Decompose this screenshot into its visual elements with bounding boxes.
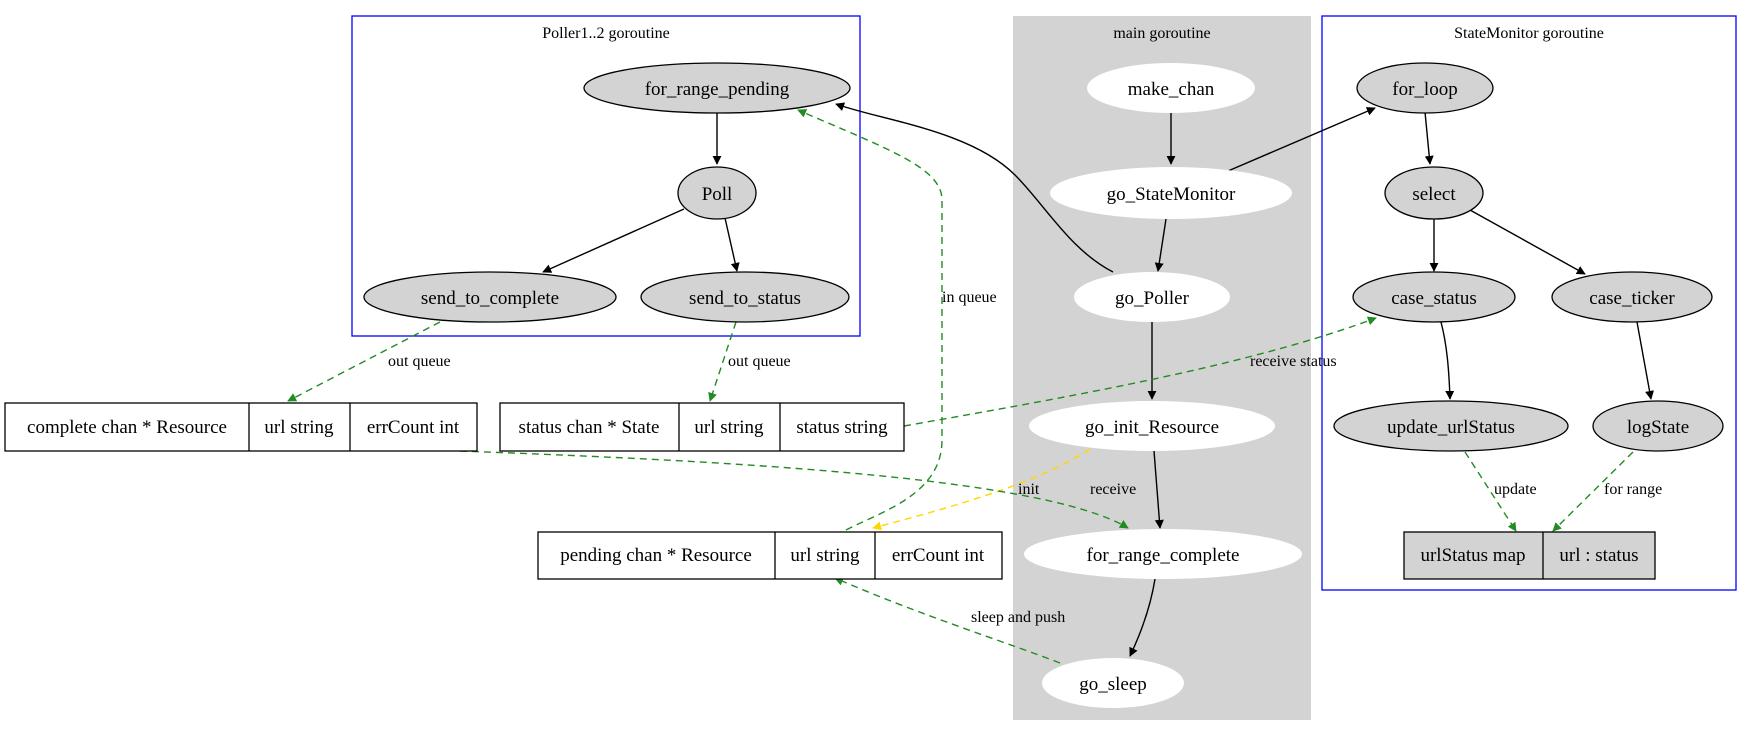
svg-text:go_init_Resource: go_init_Resource — [1085, 417, 1219, 438]
node-make-chan: make_chan — [1087, 63, 1255, 113]
svg-text:go_sleep: go_sleep — [1079, 674, 1147, 695]
label-for-range: for range — [1604, 481, 1662, 498]
svg-text:make_chan: make_chan — [1128, 79, 1215, 100]
node-logstate: logState — [1592, 400, 1724, 452]
node-go-poller: go_Poller — [1074, 272, 1230, 322]
label-in-queue: in queue — [942, 289, 997, 306]
svg-text:select: select — [1412, 184, 1456, 205]
edge-gostatemonitor-to-gopoller — [1154, 218, 1167, 272]
record-pending-chan: pending chan * Resource url string errCo… — [537, 531, 1003, 580]
record-pending-field-errcount: errCount int — [892, 545, 985, 566]
label-out-queue-status: out queue — [728, 353, 791, 370]
svg-text:go_Poller: go_Poller — [1115, 288, 1190, 309]
node-case-ticker: case_ticker — [1551, 271, 1713, 323]
edge-sleep-and-push — [834, 577, 1061, 664]
edge-poll-to-send-complete — [542, 208, 685, 273]
edge-init — [872, 448, 1091, 531]
node-go-sleep: go_sleep — [1042, 658, 1184, 708]
svg-text:send_to_status: send_to_status — [689, 288, 801, 309]
svg-text:send_to_complete: send_to_complete — [421, 288, 559, 309]
record-status-field-status: status string — [796, 417, 888, 438]
svg-text:case_status: case_status — [1391, 288, 1476, 309]
record-urlstatus-field-value: url : status — [1559, 545, 1638, 566]
record-complete-chan: complete chan * Resource url string errC… — [4, 402, 478, 452]
edge-for-range — [1552, 451, 1634, 532]
edge-caseticker-to-logstate — [1636, 321, 1654, 400]
svg-text:logState: logState — [1627, 417, 1689, 438]
record-pending-field-url: url string — [790, 545, 860, 566]
cluster-poller-title: Poller1..2 goroutine — [542, 25, 670, 42]
svg-text:case_ticker: case_ticker — [1589, 288, 1675, 309]
edge-labels: out queue out queue in queue receive sta… — [388, 289, 1662, 626]
cluster-statemonitor: StateMonitor goroutine — [1321, 15, 1737, 591]
record-status-chan: status chan * State url string status st… — [499, 402, 905, 452]
edge-forrangecomplete-to-gosleep — [1129, 578, 1156, 657]
edge-casestatus-to-updateurlstatus — [1440, 321, 1455, 400]
node-for-range-complete: for_range_complete — [1024, 529, 1302, 579]
node-send-to-status: send_to_status — [640, 271, 850, 323]
cluster-poller: Poller1..2 goroutine — [351, 15, 861, 337]
node-for-loop: for_loop — [1356, 62, 1494, 114]
edge-gostatemonitor-to-forloop — [1227, 107, 1376, 172]
edge-receive-status — [903, 316, 1377, 427]
label-receive: receive — [1090, 481, 1136, 498]
node-go-statemonitor: go_StateMonitor — [1050, 167, 1292, 219]
svg-text:update_urlStatus: update_urlStatus — [1387, 417, 1515, 438]
edge-goinit-to-forrangecomplete — [1153, 450, 1164, 529]
edge-forloop-to-select — [1424, 111, 1434, 165]
edge-select-to-caseticker — [1469, 209, 1586, 275]
label-init: init — [1018, 481, 1040, 498]
edge-gopoller-to-forrangepending — [835, 102, 1114, 273]
cluster-statemonitor-title: StateMonitor goroutine — [1454, 25, 1604, 42]
node-update-urlstatus: update_urlStatus — [1333, 400, 1569, 452]
record-urlstatus-field-map: urlStatus map — [1420, 545, 1525, 566]
cluster-main-title: main goroutine — [1113, 25, 1210, 42]
record-complete-field-url: url string — [264, 417, 334, 438]
node-case-status: case_status — [1352, 271, 1516, 323]
edge-poll-to-send-status — [724, 217, 740, 272]
solid-edges — [542, 102, 1654, 657]
svg-text:for_range_complete: for_range_complete — [1087, 545, 1240, 566]
label-update: update — [1494, 481, 1537, 498]
record-urlstatus-map: urlStatus map url : status — [1403, 531, 1656, 580]
node-select: select — [1384, 166, 1484, 220]
edge-update — [1464, 451, 1517, 532]
label-receive-status: receive status — [1250, 353, 1337, 370]
record-status-field-chan: status chan * State — [519, 417, 660, 438]
cluster-main: main goroutine — [1013, 16, 1311, 720]
node-for-range-pending: for_range_pending — [583, 62, 851, 114]
node-go-init-resource: go_init_Resource — [1029, 401, 1275, 451]
edge-in-queue — [797, 109, 943, 531]
record-complete-field-chan: complete chan * Resource — [27, 417, 227, 438]
svg-text:go_StateMonitor: go_StateMonitor — [1107, 184, 1236, 205]
svg-text:Poll: Poll — [702, 184, 733, 205]
record-pending-field-chan: pending chan * Resource — [560, 545, 752, 566]
svg-text:for_range_pending: for_range_pending — [645, 79, 790, 100]
svg-text:for_loop: for_loop — [1392, 79, 1457, 100]
record-status-field-url: url string — [694, 417, 764, 438]
label-out-queue-complete: out queue — [388, 353, 451, 370]
node-poll: Poll — [677, 166, 757, 220]
label-sleep-and-push: sleep and push — [971, 609, 1065, 626]
node-send-to-complete: send_to_complete — [363, 271, 617, 323]
dashed-edges — [287, 109, 1634, 664]
record-complete-field-errcount: errCount int — [367, 417, 460, 438]
edge-out-queue-complete — [287, 321, 441, 402]
edge-out-queue-status — [708, 321, 737, 402]
